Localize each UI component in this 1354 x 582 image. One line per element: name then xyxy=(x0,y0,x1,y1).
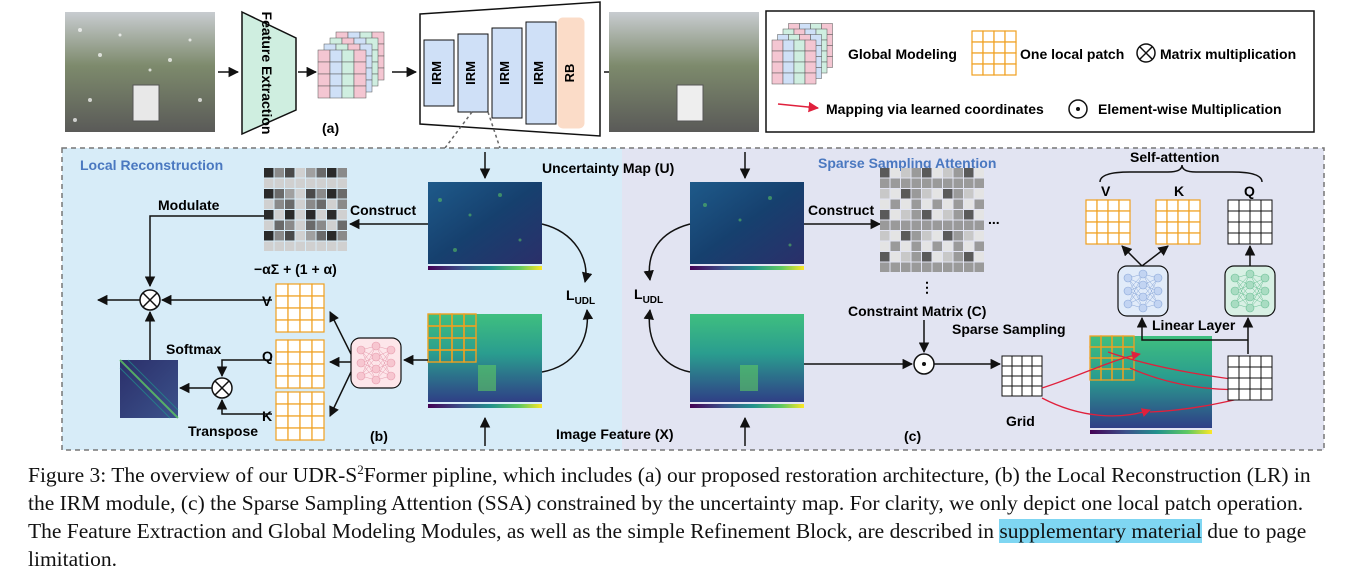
irm-label-4: IRM xyxy=(531,61,546,85)
modulation-formula: −αΣ + (1 + α) xyxy=(254,261,337,277)
feature-extraction-block: Feature Extraction xyxy=(241,10,297,136)
vqk-matrices xyxy=(275,283,325,441)
label-a: (a) xyxy=(322,120,339,136)
elementwise-multiplication-icon xyxy=(1068,99,1088,119)
constructed-matrix xyxy=(264,168,347,251)
self-attention-label: Self-attention xyxy=(1130,149,1219,165)
sampling-grid xyxy=(1001,355,1043,397)
irm-label-3: IRM xyxy=(497,61,512,85)
uncertainty-map-label: Uncertainty Map (U) xyxy=(542,160,674,176)
ssa-title: Sparse Sampling Attention xyxy=(818,155,996,171)
constraint-matrix-label: Constraint Matrix (C) xyxy=(848,303,986,319)
irm-stack: IRM IRM IRM IRM RB xyxy=(419,1,601,137)
v-label-c: V xyxy=(1101,183,1111,199)
modulate-label: Modulate xyxy=(158,197,220,213)
transpose-label: Transpose xyxy=(188,423,258,439)
construct-label-b: Construct xyxy=(350,202,416,218)
l-udl-right: LUDL xyxy=(634,286,663,306)
label-c: (c) xyxy=(904,428,921,444)
rainy-input-image xyxy=(65,12,215,132)
local-patch-overlay xyxy=(427,313,477,363)
q-label-c: Q xyxy=(1244,183,1255,199)
linear-layer-label: Linear Layer xyxy=(1152,317,1236,333)
caption-sup: 2 xyxy=(357,462,364,477)
multiply-node-bottom xyxy=(211,377,233,399)
image-feature-right xyxy=(690,314,804,408)
uncertainty-map-left xyxy=(428,182,542,270)
caption-part-1: Figure 3: The overview of our UDR-S xyxy=(28,463,358,488)
k-label-b: K xyxy=(262,408,272,424)
vkq-matrices-c xyxy=(1085,199,1273,245)
irm-label-2: IRM xyxy=(463,61,478,85)
constraint-matrix-grid xyxy=(880,168,984,272)
legend-mapping: Mapping via learned coordinates xyxy=(826,101,1044,117)
ellipsis-vertical: ⋮ xyxy=(920,279,934,295)
q-label-b: Q xyxy=(262,348,273,364)
figure-diagram: Feature Extraction IRM IRM IRM IRM RB (a… xyxy=(61,1,1325,451)
mlp-network-icon-c1 xyxy=(1117,265,1169,317)
output-grid xyxy=(1227,355,1273,401)
caption-highlight: supplementary material xyxy=(999,519,1202,544)
legend-global-modeling: Global Modeling xyxy=(848,46,957,62)
caption-part-2: Former pipline, which includes (a) our p… xyxy=(28,463,1311,544)
feature-cube-icon xyxy=(317,31,385,99)
feature-extraction-label: Feature Extraction xyxy=(259,12,275,135)
matrix-multiplication-icon xyxy=(1136,43,1156,63)
legend-one-local-patch: One local patch xyxy=(1020,46,1124,62)
rb-label: RB xyxy=(562,64,577,83)
sparse-sampling-label: Sparse Sampling xyxy=(952,321,1066,337)
attention-map xyxy=(119,359,179,419)
l-udl-left: LUDL xyxy=(566,287,595,307)
multiply-node-top xyxy=(139,289,161,311)
ellipsis-horizontal: ... xyxy=(988,211,1000,227)
legend-box: Global Modeling One local patch Matrix m… xyxy=(765,10,1315,133)
global-modeling-cube-icon xyxy=(771,23,833,85)
sampled-feature-map xyxy=(1090,336,1212,434)
legend-matrix-multiplication: Matrix multiplication xyxy=(1160,46,1296,62)
image-feature-label: Image Feature (X) xyxy=(556,426,673,442)
irm-label-1: IRM xyxy=(429,61,444,85)
figure-caption: Figure 3: The overview of our UDR-S2Form… xyxy=(28,456,1328,573)
legend-elementwise: Element-wise Multiplication xyxy=(1098,101,1282,117)
mlp-network-icon-b xyxy=(350,337,402,389)
lr-title: Local Reconstruction xyxy=(80,157,223,173)
k-label-c: K xyxy=(1174,183,1184,199)
construct-label-c: Construct xyxy=(808,202,874,218)
mlp-network-icon-c2 xyxy=(1224,265,1276,317)
local-patch-icon xyxy=(971,30,1017,76)
image-feature-left xyxy=(428,314,542,408)
softmax-label: Softmax xyxy=(166,341,221,357)
grid-label: Grid xyxy=(1006,413,1035,429)
elementwise-node xyxy=(913,353,935,375)
self-attention-brace xyxy=(1099,164,1263,183)
label-b: (b) xyxy=(370,428,388,444)
v-label-b: V xyxy=(262,293,272,309)
caption-part-3: due to page limitation. xyxy=(28,519,1307,572)
uncertainty-map-right xyxy=(690,182,804,270)
restored-output-image xyxy=(609,12,759,132)
red-arrow-icon xyxy=(777,101,820,113)
